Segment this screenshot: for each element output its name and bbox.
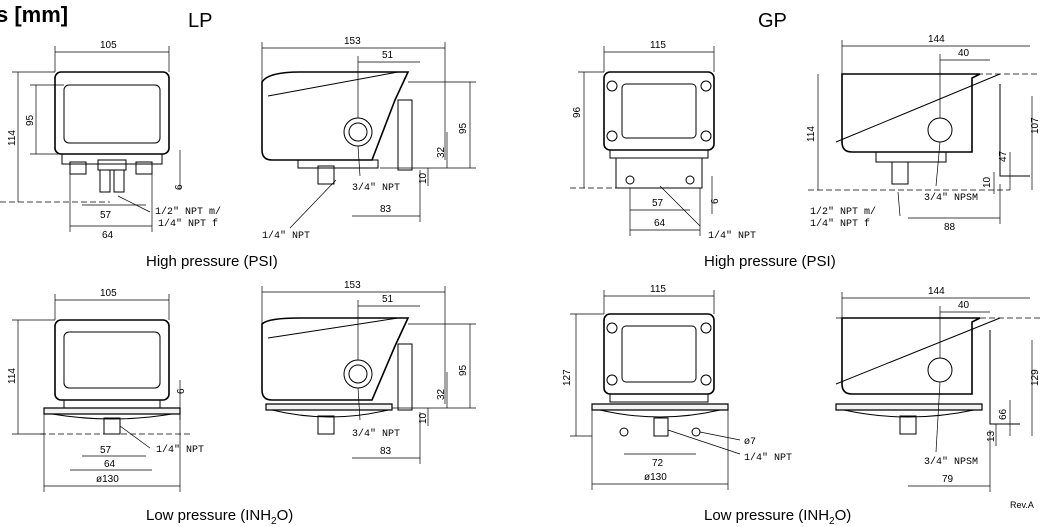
gp-high-side-dim-107: 107: [1030, 117, 1040, 134]
lp-high-front-dim-64: 64: [102, 230, 114, 241]
lp-high-side-dim-51: 51: [382, 50, 394, 61]
lp-high-side-dim-83: 83: [380, 204, 392, 215]
gp-low-front-dim-7: ø7: [744, 437, 756, 448]
gp-low-side-dim-40: 40: [958, 300, 970, 311]
gp-low-front-dim-width: 115: [650, 284, 666, 295]
gp-high-side-dim-40: 40: [958, 48, 970, 59]
gp-high-front-dim-6: 6: [710, 198, 721, 204]
lp-low-side-dim-51: 51: [382, 294, 394, 305]
group-label-gp: GP: [758, 10, 787, 32]
gp-high-side-dim-height: 114: [806, 126, 817, 142]
gp-high-side-port: 3/4" NPSM: [924, 192, 978, 204]
lp-high-front-dim-inner: 95: [25, 114, 36, 126]
gp-low-front-dim-dia: ø130: [644, 472, 667, 483]
caption-lp-high: High pressure (PSI): [146, 253, 278, 270]
lp-high-front-view: 105 114 95 6 57 64 1/2" NPT m/ 1/4" NPT …: [0, 40, 221, 241]
gp-low-side-dim-129: 129: [1030, 369, 1040, 386]
gp-high-side-port3: 1/4" NPT f: [810, 218, 870, 230]
lp-high-side-view: 153 51 95 32 10 83 3/4" NPT 1/4" NPT: [261, 36, 476, 242]
gp-low-front-dim-height: 127: [562, 369, 573, 386]
lp-low-front-dim-dia: ø130: [96, 474, 119, 485]
gp-low-front-port: 1/4" NPT: [744, 452, 792, 464]
lp-low-side-port: 3/4" NPT: [352, 428, 400, 440]
lp-low-front-dim-64: 64: [104, 459, 116, 470]
lp-low-side-dim-83: 83: [380, 446, 392, 457]
lp-low-front-port: 1/4" NPT: [156, 444, 204, 456]
gp-high-side-port2: 1/2" NPT m/: [810, 206, 876, 218]
gp-high-side-dim-width: 144: [928, 34, 945, 45]
gp-high-side-dim-88: 88: [944, 222, 956, 233]
lp-high-side-dim-32: 32: [436, 146, 447, 158]
lp-low-front-dim-6: 6: [176, 388, 187, 394]
lp-low-front-dim-height: 114: [7, 368, 18, 384]
lp-high-front-dim-height: 114: [7, 130, 18, 146]
gp-low-front-dim-72: 72: [652, 458, 664, 469]
gp-low-side-dim-width: 144: [928, 286, 945, 297]
lp-high-side-dim-width: 153: [344, 36, 361, 47]
gp-high-front-dim-height: 96: [572, 106, 583, 118]
lp-low-side-view: 153 51 95 32 10 83 3/4" NPT: [261, 280, 476, 464]
lp-high-front-port: 1/2" NPT m/: [155, 206, 221, 218]
gp-high-side-dim-47: 47: [998, 150, 1009, 162]
gp-high-front-dim-64: 64: [654, 218, 666, 229]
gp-high-front-dim-width: 115: [650, 40, 666, 51]
lp-high-side-port: 3/4" NPT: [352, 182, 400, 194]
page-title: s [mm]: [0, 2, 69, 27]
caption-gp-high: High pressure (PSI): [704, 253, 836, 270]
lp-low-side-dim-95: 95: [458, 364, 469, 376]
lp-high-side-port2: 1/4" NPT: [262, 230, 310, 242]
lp-low-front-view: 105 114 6 57 64 ø130 1/4" NPT: [7, 288, 204, 492]
lp-low-side-dim-width: 153: [344, 280, 361, 291]
lp-low-side-dim-32: 32: [436, 388, 447, 400]
gp-high-side-dim-10: 10: [982, 176, 993, 188]
gp-high-front-view: 115 96 57 64 6 1/4" NPT: [570, 40, 756, 242]
gp-low-side-dim-79: 79: [942, 474, 954, 485]
lp-high-side-dim-95: 95: [458, 122, 469, 134]
gp-high-front-port: 1/4" NPT: [708, 230, 756, 242]
group-label-lp: LP: [188, 10, 213, 32]
lp-high-front-dim-57: 57: [100, 210, 112, 221]
lp-low-front-dim-57: 57: [100, 445, 112, 456]
lp-high-front-port2: 1/4" NPT f: [158, 218, 218, 230]
gp-high-side-view: 144 40 114 107 47 10 88 3/4" NPSM 1/2" N…: [806, 34, 1040, 233]
gp-low-front-view: 115 127 72 ø130 ø7 1/4" NPT: [562, 284, 792, 490]
lp-low-side-dim-10: 10: [418, 412, 429, 424]
gp-low-side-port: 3/4" NPSM: [924, 456, 978, 468]
lp-high-front-dim-width: 105: [100, 40, 117, 51]
caption-lp-low: Low pressure (INH2O): [146, 507, 294, 527]
caption-gp-low: Low pressure (INH2O): [704, 507, 852, 527]
gp-low-side-view: 144 40 129 66 13 79 3/4" NPSM: [835, 286, 1040, 492]
gp-low-side-dim-66: 66: [998, 408, 1009, 420]
lp-high-front-dim-6: 6: [174, 184, 185, 190]
lp-low-front-dim-width: 105: [100, 288, 117, 299]
gp-high-front-dim-57: 57: [652, 198, 664, 209]
gp-low-side-dim-13: 13: [986, 430, 997, 442]
revision-label: Rev.A: [1010, 500, 1034, 510]
lp-high-side-dim-10: 10: [418, 172, 429, 184]
